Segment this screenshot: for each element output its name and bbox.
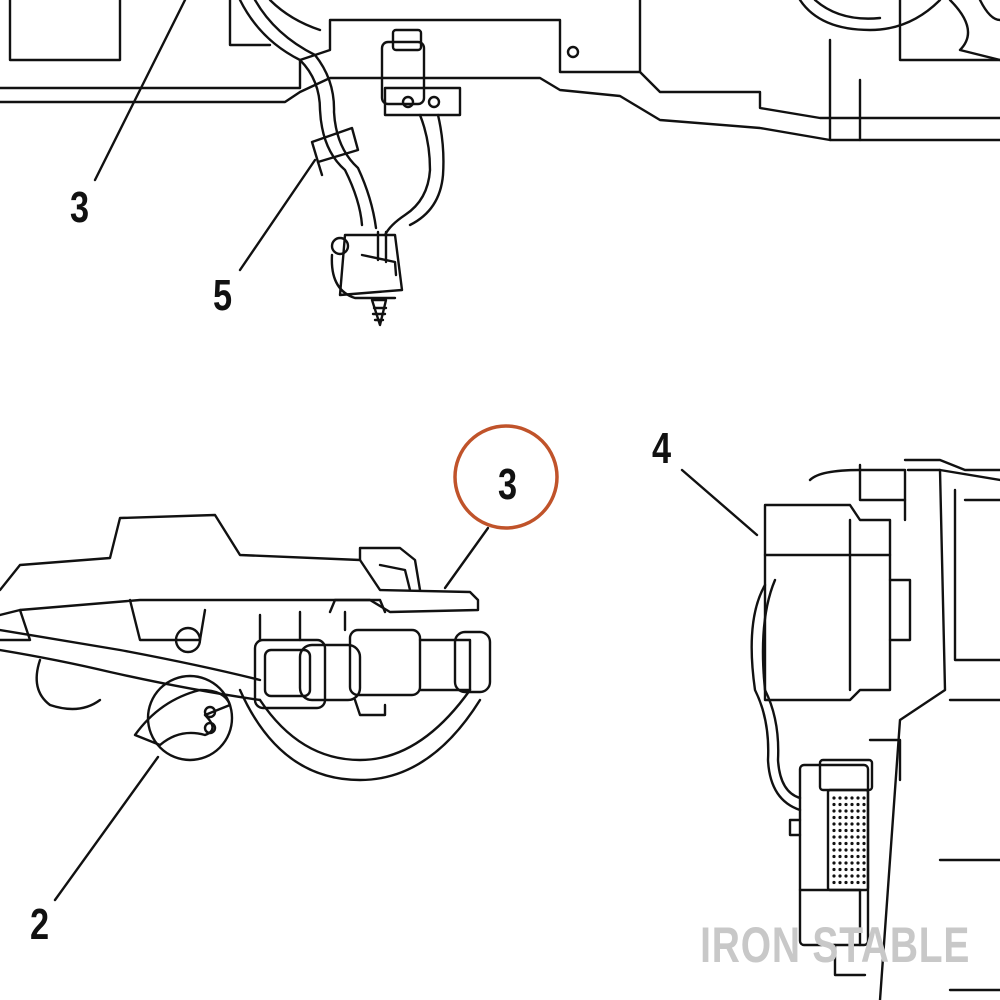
top-connector xyxy=(380,28,462,237)
ground-stud xyxy=(330,230,404,327)
grommet-clip xyxy=(133,674,234,762)
lower-left-bracket xyxy=(0,513,480,642)
cable-tie xyxy=(310,126,360,177)
lower-harness xyxy=(0,626,482,782)
leader-line-5 xyxy=(238,158,317,272)
callout-2: 2 xyxy=(30,900,50,949)
leader-line-4 xyxy=(680,468,759,537)
watermark: IRON STABLE xyxy=(699,917,970,973)
module-harness xyxy=(750,578,802,812)
callout-4: 4 xyxy=(652,424,672,473)
upper-harness-wires xyxy=(238,0,1000,230)
callout-5: 5 xyxy=(213,271,233,320)
highlight-circle xyxy=(453,424,559,530)
callout-3-top: 3 xyxy=(70,183,90,232)
inline-connector xyxy=(253,598,492,717)
module-connector xyxy=(788,738,902,977)
upper-frame-bracket xyxy=(0,0,1000,142)
leader-line-2 xyxy=(53,755,160,902)
leader-line-3-highlighted xyxy=(443,526,490,590)
leader-line-3-top xyxy=(93,0,187,182)
connector-pins xyxy=(832,796,866,885)
callout-3-highlighted: 3 xyxy=(498,460,518,509)
electronic-control-module xyxy=(763,458,1000,1000)
